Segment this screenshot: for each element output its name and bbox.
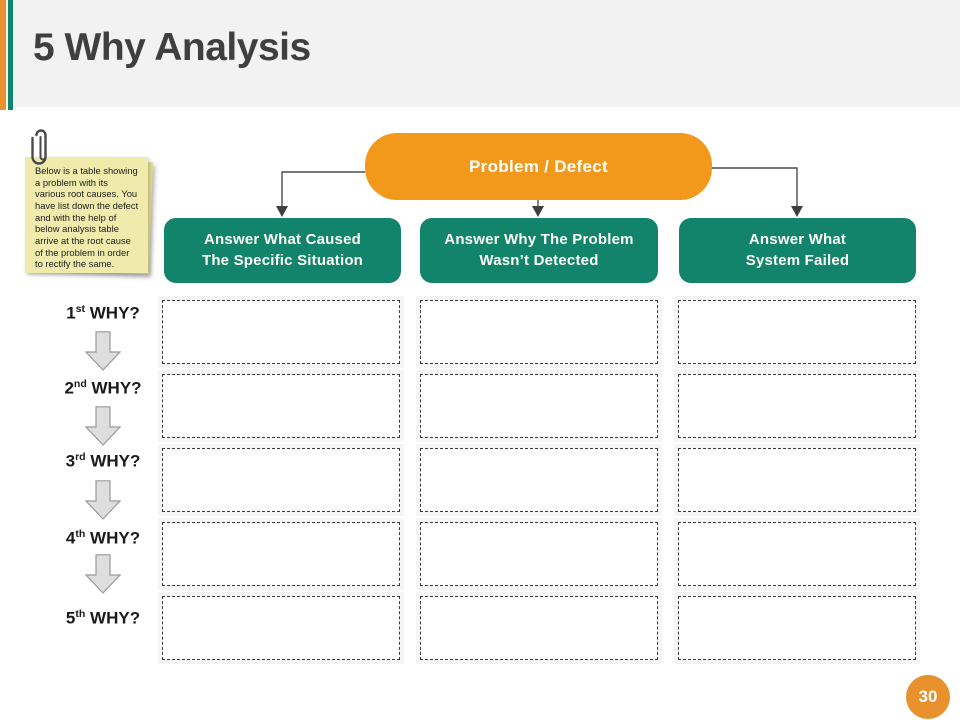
why-num: 4	[65, 528, 76, 548]
why-label-4: 4th WHY?	[43, 528, 163, 550]
down-arrow-icon	[85, 480, 121, 520]
accent-stripe-teal	[8, 0, 13, 110]
why-ordinal: st	[75, 303, 86, 315]
slide-header: 5 Why Analysis	[0, 0, 960, 110]
answer-header-line: Answer Why The Problem	[444, 231, 634, 249]
connector-lines	[276, 167, 803, 217]
answer-header-line: The Specific Situation	[201, 251, 364, 269]
answer-cell-r2c1[interactable]	[162, 374, 400, 438]
down-arrow-icon	[85, 331, 121, 371]
why-text: WHY?	[89, 303, 140, 323]
why-text: WHY?	[90, 528, 141, 548]
why-num: 3	[65, 451, 76, 471]
down-arrow-icon	[85, 406, 121, 446]
five-why-grid	[162, 300, 916, 660]
answer-cell-r2c3[interactable]	[678, 374, 916, 438]
why-ordinal: rd	[75, 451, 86, 463]
answer-cell-r3c2[interactable]	[420, 448, 658, 512]
why-text: WHY?	[90, 451, 141, 471]
answer-cell-r4c3[interactable]	[678, 522, 916, 586]
answer-header-what-caused: Answer What Caused The Specific Situatio…	[164, 218, 401, 283]
down-arrow-icon	[85, 554, 121, 594]
answer-header-line: Answer What Caused	[204, 231, 361, 249]
answer-cell-r5c1[interactable]	[162, 596, 400, 660]
why-label-1: 1st WHY?	[43, 303, 163, 325]
answer-cell-r4c1[interactable]	[162, 522, 400, 586]
accent-stripe-orange	[0, 0, 6, 110]
why-text: WHY?	[91, 378, 142, 398]
paperclip-icon	[31, 129, 47, 165]
why-label-5: 5th WHY?	[43, 608, 163, 630]
page-number-badge: 30	[906, 675, 950, 719]
answer-cell-r4c2[interactable]	[420, 522, 658, 586]
answer-header-line: System Failed	[745, 251, 850, 269]
answer-cell-r2c2[interactable]	[420, 374, 658, 438]
answer-cell-r5c3[interactable]	[678, 596, 916, 660]
why-ordinal: th	[75, 608, 86, 620]
sticky-note-text: Below is a table showing a problem with …	[35, 165, 139, 270]
answer-cell-r1c3[interactable]	[678, 300, 916, 364]
answer-cell-r3c1[interactable]	[162, 448, 400, 512]
sticky-note: Below is a table showing a problem with …	[25, 157, 148, 273]
why-num: 1	[66, 303, 76, 323]
answer-cell-r1c2[interactable]	[420, 300, 658, 364]
why-text: WHY?	[90, 608, 141, 628]
answer-header-line: Answer What	[748, 231, 847, 249]
answer-header-why-not-detected: Answer Why The Problem Wasn’t Detected	[420, 218, 658, 283]
answer-cell-r3c3[interactable]	[678, 448, 916, 512]
why-num: 2	[64, 378, 74, 398]
problem-defect-box: Problem / Defect	[365, 133, 712, 200]
why-ordinal: th	[75, 528, 86, 540]
answer-header-line: Wasn’t Detected	[479, 251, 599, 269]
page-number: 30	[918, 687, 938, 706]
answer-cell-r5c2[interactable]	[420, 596, 658, 660]
page-title: 5 Why Analysis	[33, 26, 311, 69]
problem-defect-label: Problem / Defect	[469, 156, 608, 176]
answer-cell-r1c1[interactable]	[162, 300, 400, 364]
why-label-3: 3rd WHY?	[43, 451, 163, 473]
answer-header-system-failed: Answer What System Failed	[679, 218, 916, 283]
why-num: 5	[65, 608, 76, 628]
why-label-2: 2nd WHY?	[43, 378, 163, 400]
why-ordinal: nd	[73, 378, 87, 390]
